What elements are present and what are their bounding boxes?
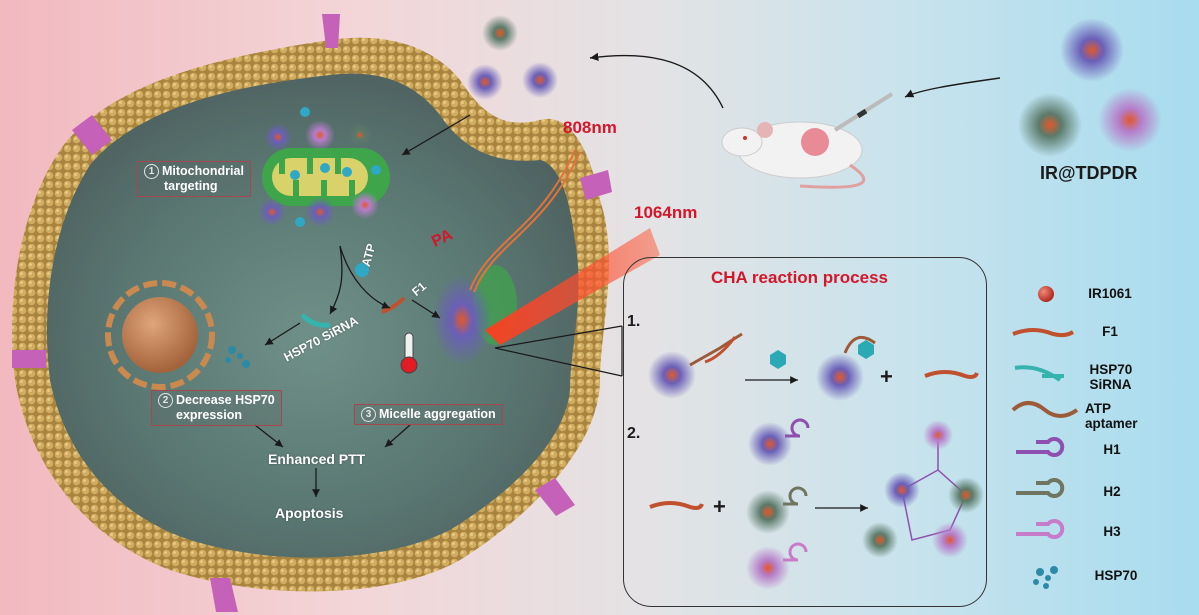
membrane-channels [12, 14, 612, 612]
f1-icon [381, 296, 406, 314]
nucleus [105, 280, 215, 390]
atp-molecules [290, 107, 381, 277]
syringe-icon [833, 92, 894, 132]
sirna-icon [300, 313, 331, 328]
legend-label-ir1061: IR1061 [1088, 286, 1132, 301]
h2-hairpin-icon [1016, 478, 1065, 498]
step1-text-line2: targeting [164, 179, 218, 193]
channel-icon [72, 115, 112, 155]
zoom-lines [494, 325, 623, 377]
arrow-injection [904, 77, 1001, 98]
plus-sign: + [713, 494, 726, 519]
legend-label-h2: H2 [1103, 484, 1121, 499]
cha-title: CHA reaction process [711, 268, 888, 287]
channel-icon [12, 350, 46, 368]
sirna-duplex-icon [1014, 365, 1064, 382]
plus-sign: + [880, 364, 893, 389]
step-number-badge: 2 [158, 393, 173, 408]
h1-hairpin-icon [1016, 437, 1065, 457]
legend-label-h1: H1 [1103, 442, 1121, 457]
hsp70-protein-icon [1033, 566, 1058, 589]
micelles-cluster [258, 120, 379, 227]
legend-label-atp-aptamer: ATP aptamer [1085, 401, 1138, 431]
step2-text-line2: expression [176, 408, 243, 422]
pathway-arrows [254, 114, 471, 497]
step3-text: Micelle aggregation [379, 407, 496, 421]
ir-tdpdr-micelles [1018, 18, 1162, 157]
step1-text-line1: Mitochondrial [162, 164, 244, 178]
cha-step2-graphics [649, 418, 984, 590]
legend-icons [1011, 286, 1079, 589]
product-label: IR@TDPDR [1040, 163, 1138, 183]
apoptosis-label: Apoptosis [275, 505, 344, 521]
step-number-badge: 3 [361, 407, 376, 422]
legend-label-hsp70: HSP70 [1094, 568, 1138, 583]
thermometer-icon [400, 332, 418, 374]
enhanced-ptt-label: Enhanced PTT [268, 451, 366, 467]
channel-icon [322, 14, 340, 48]
step2-text-line1: Decrease HSP70 [176, 393, 275, 407]
laser-1064-beam [485, 228, 660, 345]
channel-icon [535, 478, 575, 516]
cha-step1-label: 1. [627, 313, 641, 330]
hsp70-protein-icon [225, 346, 250, 368]
legend-label-sirna: HSP70 SiRNA [1089, 362, 1133, 392]
cha-panel [623, 257, 987, 607]
atp-aptamer-strand-icon [1011, 401, 1079, 418]
mouse-illustration [721, 121, 866, 189]
cha-step1-graphics [648, 332, 979, 401]
wavelength-1064-label: 1064nm [634, 203, 698, 222]
legend-label-h3: H3 [1103, 524, 1121, 539]
h3-hairpin-icon [1016, 519, 1065, 539]
wavelength-808-label: 808nm [563, 118, 617, 137]
laser-808-waves [469, 149, 576, 291]
step-number-badge: 1 [144, 164, 159, 179]
arrow-mouse-to-cell [589, 52, 724, 109]
ir1061-sphere-icon [1038, 286, 1054, 302]
released-micelles [467, 15, 558, 100]
cytoplasm [46, 73, 579, 558]
cha-step2-label: 2. [627, 425, 641, 442]
channel-icon [210, 578, 238, 612]
f1-strand-icon [1012, 328, 1075, 338]
mitochondrion [262, 148, 390, 206]
legend-label-f1: F1 [1102, 324, 1118, 339]
channel-icon [580, 170, 612, 200]
